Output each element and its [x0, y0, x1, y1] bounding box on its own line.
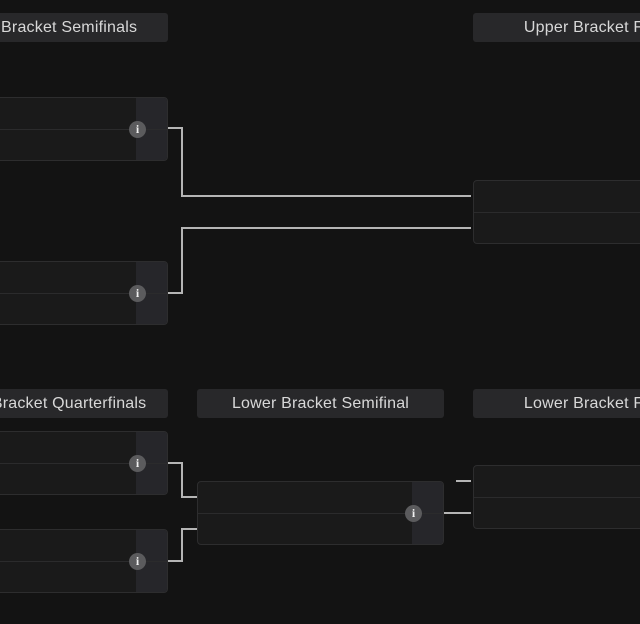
header-lower-bracket-semifinal: Lower Bracket Semifinal: [197, 389, 444, 418]
match-divider: [198, 513, 443, 514]
match-lower-semifinal: i: [197, 481, 444, 545]
connector-line: [444, 512, 471, 514]
header-lower-bracket-final: Lower Bracket Final: [473, 389, 640, 418]
header-upper-bracket-semifinals: Upper Bracket Semifinals: [0, 13, 168, 42]
match-divider: [0, 293, 167, 294]
match-divider: [474, 497, 640, 498]
opponent-slot-top: [474, 466, 640, 497]
opponent-slot-bottom: [474, 497, 640, 528]
info-icon[interactable]: i: [129, 455, 146, 472]
match-divider: [474, 212, 640, 213]
info-icon[interactable]: i: [129, 121, 146, 138]
match-upper-semifinal-1: i: [0, 97, 168, 161]
connector-line: [181, 227, 471, 229]
connector-line: [181, 528, 197, 530]
info-icon[interactable]: i: [129, 285, 146, 302]
opponent-slot-top: [474, 181, 640, 212]
opponent-slot-bottom: [474, 212, 640, 243]
match-lower-final: i: [473, 465, 640, 529]
header-lower-bracket-quarterfinals: Lower Bracket Quarterfinals: [0, 389, 168, 418]
connector-line: [456, 480, 471, 482]
connector-line: [168, 292, 182, 294]
header-upper-bracket-final: Upper Bracket Final: [473, 13, 640, 42]
match-lower-quarterfinal-1: i: [0, 431, 168, 495]
connector-line: [181, 528, 183, 562]
info-icon[interactable]: i: [129, 553, 146, 570]
connector-line: [181, 195, 471, 197]
match-divider: [0, 561, 167, 562]
connector-line: [168, 127, 182, 129]
match-upper-final: i: [473, 180, 640, 244]
connector-line: [181, 462, 183, 498]
match-divider: [0, 129, 167, 130]
info-icon[interactable]: i: [405, 505, 422, 522]
match-lower-quarterfinal-2: i: [0, 529, 168, 593]
match-upper-semifinal-2: i: [0, 261, 168, 325]
match-divider: [0, 463, 167, 464]
connector-line: [168, 462, 182, 464]
connector-line: [181, 496, 197, 498]
connector-line: [181, 227, 183, 294]
connector-line: [181, 127, 183, 197]
connector-line: [168, 560, 182, 562]
